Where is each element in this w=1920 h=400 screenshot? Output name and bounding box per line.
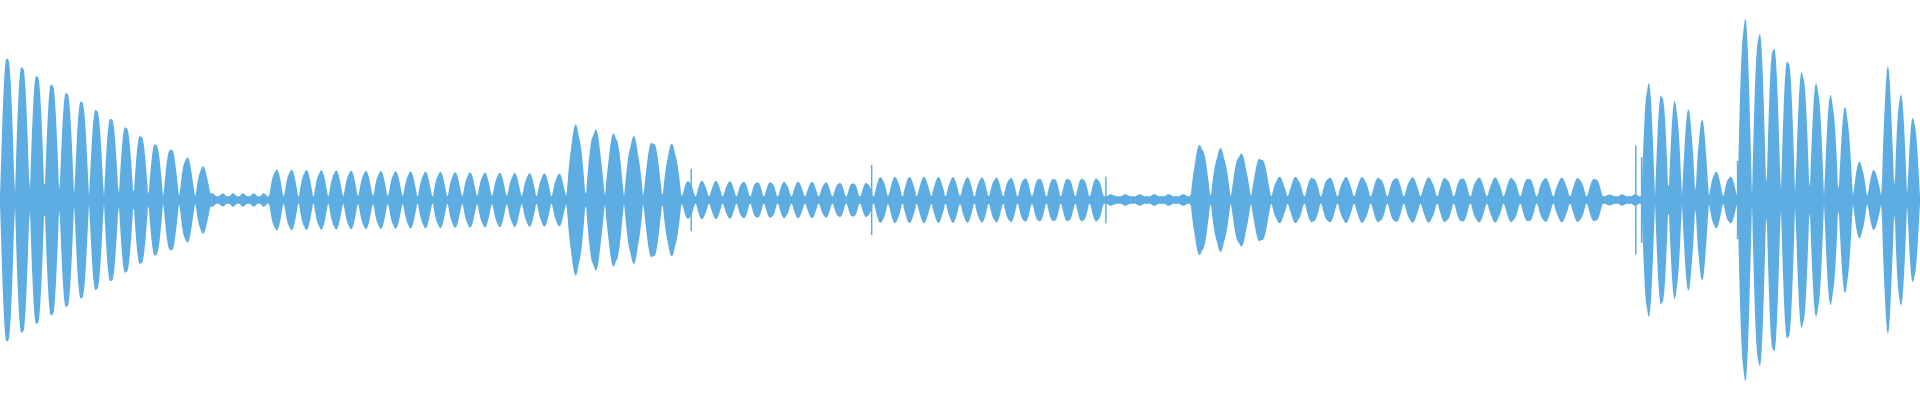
waveform-signal <box>0 18 1920 382</box>
waveform-spikes <box>690 145 1739 255</box>
